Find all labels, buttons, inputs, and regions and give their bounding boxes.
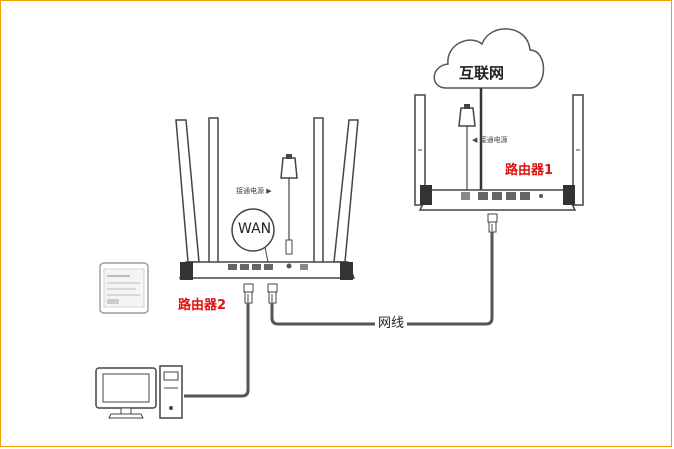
router2-device <box>175 117 359 280</box>
wan-label: WAN <box>238 221 272 237</box>
cloud-icon <box>433 28 545 89</box>
router1-power-label: ◀ 接通电源 <box>472 136 508 144</box>
computer-icon <box>95 365 183 419</box>
router1-label: 路由器1 <box>505 163 554 178</box>
phone-icon <box>99 262 149 314</box>
router2-power-adapter-icon <box>280 154 298 255</box>
router2-lan-plug <box>243 283 254 304</box>
router2-wan-plug <box>267 283 278 304</box>
router2-label: 路由器2 <box>178 298 227 313</box>
cable-label: 网线 <box>375 317 408 330</box>
router1-device <box>414 94 584 211</box>
router1-power-adapter-icon <box>458 104 476 190</box>
router2-power-label: 接通电源 ▶ <box>236 187 272 195</box>
wan-port-callout <box>231 208 275 263</box>
cloud-label: 互联网 <box>459 64 505 82</box>
pc-cable <box>184 303 250 398</box>
router1-cable-plug <box>487 213 498 233</box>
